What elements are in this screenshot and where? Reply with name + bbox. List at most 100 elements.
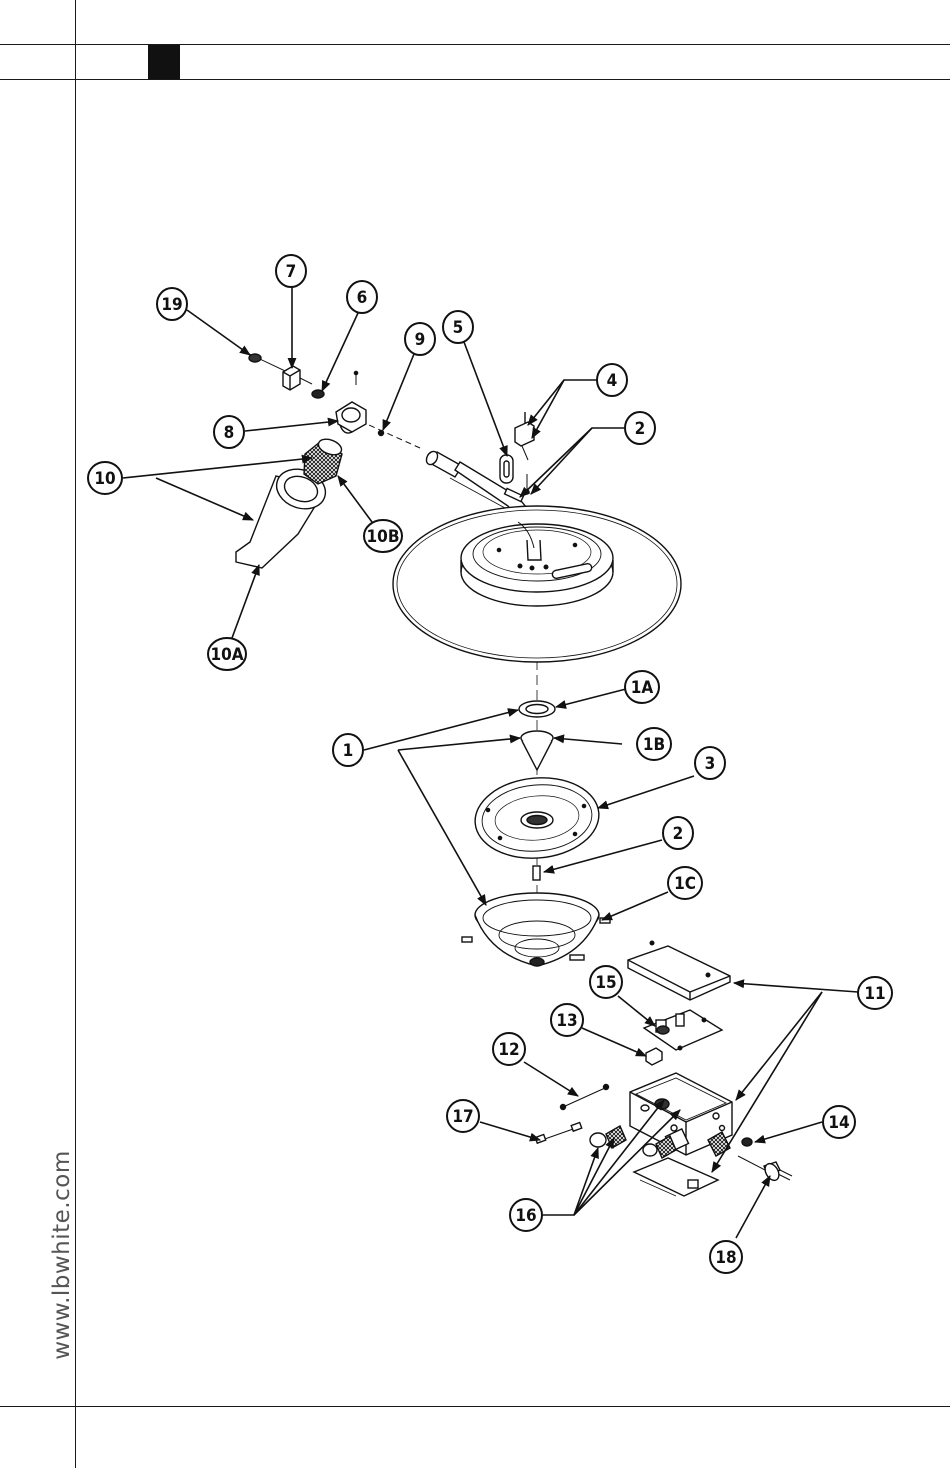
- callout-3: 3: [695, 747, 725, 779]
- leader-1-to-1c: [398, 750, 486, 905]
- callout-10a: 10A: [208, 638, 246, 670]
- leader-3: [598, 776, 694, 808]
- callout-1: 1: [333, 734, 363, 766]
- svg-text:1B: 1B: [643, 735, 665, 755]
- callout-2-top: 2: [625, 412, 655, 444]
- svg-text:10: 10: [94, 469, 115, 489]
- part-1b-cone: [521, 731, 553, 770]
- svg-text:14: 14: [828, 1113, 849, 1133]
- svg-text:9: 9: [415, 330, 426, 350]
- svg-text:18: 18: [715, 1248, 736, 1268]
- svg-text:19: 19: [161, 295, 182, 315]
- leader-1c: [602, 892, 668, 920]
- callout-16: 16: [510, 1199, 542, 1231]
- callout-18: 18: [710, 1241, 742, 1273]
- callout-6: 6: [347, 281, 377, 313]
- callout-2-lower: 2: [663, 817, 693, 849]
- inlet-dashed-line: [360, 421, 420, 448]
- leader-1a: [556, 689, 626, 707]
- callout-1c: 1C: [668, 867, 702, 899]
- leader-10b: [156, 478, 253, 520]
- svg-text:4: 4: [607, 371, 618, 391]
- leader-16a: [542, 1148, 598, 1215]
- svg-text:10A: 10A: [210, 645, 243, 665]
- leader-17: [480, 1122, 540, 1140]
- leader-1-to-1a: [364, 710, 518, 750]
- leader-5: [464, 342, 507, 456]
- callout-13: 13: [551, 1004, 583, 1036]
- callout-14: 14: [823, 1106, 855, 1138]
- leader-10a-line: [232, 565, 259, 638]
- part-13-switch: [646, 1048, 662, 1065]
- callout-5: 5: [443, 311, 473, 343]
- part-12-wire: [561, 1085, 609, 1110]
- svg-text:2: 2: [635, 419, 646, 439]
- svg-text:15: 15: [595, 973, 616, 993]
- svg-text:6: 6: [357, 288, 368, 308]
- leader-4a: [528, 380, 596, 425]
- svg-text:1C: 1C: [674, 874, 696, 894]
- callout-8: 8: [214, 416, 244, 448]
- leader-18: [736, 1176, 770, 1238]
- svg-text:16: 16: [515, 1206, 536, 1226]
- part-15-circuit-board: [644, 1010, 722, 1050]
- svg-text:7: 7: [286, 262, 297, 282]
- leader-19: [187, 310, 250, 355]
- svg-text:12: 12: [498, 1040, 519, 1060]
- svg-text:10B: 10B: [367, 527, 400, 547]
- part-14-nut: [742, 1138, 752, 1146]
- part-19-fitting: [249, 354, 261, 362]
- part-2-pin-lower: [533, 866, 540, 880]
- callout-17: 17: [447, 1100, 479, 1132]
- leader-1b: [554, 738, 622, 744]
- leader-12: [524, 1062, 578, 1096]
- part-8-tee: [336, 402, 366, 433]
- callout-10b: 10B: [364, 520, 402, 552]
- svg-text:11: 11: [864, 984, 885, 1004]
- leader-13: [582, 1028, 646, 1056]
- reflector-dish: [393, 506, 681, 662]
- svg-text:1: 1: [343, 741, 354, 761]
- svg-text:17: 17: [452, 1107, 473, 1127]
- part-5-bracket: [500, 455, 513, 483]
- part-4-sensor: [515, 412, 534, 460]
- leader-14: [755, 1122, 822, 1142]
- part-7-valve: [283, 366, 312, 390]
- leader-16c: [574, 1100, 664, 1215]
- leader-1-to-1b: [398, 738, 520, 750]
- part-1a-ring: [519, 701, 555, 717]
- leader-10b-line: [338, 476, 372, 522]
- leader-11b: [736, 992, 822, 1100]
- part-11-cover: [628, 941, 730, 1000]
- part-3-plate: [472, 773, 603, 864]
- callout-7: 7: [276, 255, 306, 287]
- part-9-gasket: [379, 431, 384, 436]
- leader-16b: [574, 1138, 614, 1215]
- svg-text:3: 3: [705, 754, 716, 774]
- part-18-power-plug: [738, 1156, 792, 1183]
- callout-1a: 1A: [625, 671, 659, 703]
- leader-11c: [712, 992, 822, 1172]
- leader-4b: [532, 380, 564, 438]
- callout-19: 19: [157, 288, 187, 320]
- callout-15: 15: [590, 966, 622, 998]
- callout-9: 9: [405, 323, 435, 355]
- svg-text:13: 13: [556, 1011, 577, 1031]
- callout-11: 11: [858, 977, 892, 1009]
- leader-9: [383, 354, 414, 430]
- callout-bubbles: 19 7 6 9 5 4 2 8 10 10B 10A 1A 1 1B 3 2 …: [88, 255, 892, 1273]
- callout-1b: 1B: [637, 728, 671, 760]
- part-17-wire: [535, 1122, 582, 1143]
- part-1c-cone-reflector: [462, 893, 610, 966]
- callout-4: 4: [597, 364, 627, 396]
- svg-text:5: 5: [453, 318, 464, 338]
- leader-2a: [531, 428, 624, 494]
- svg-text:8: 8: [224, 423, 235, 443]
- leader-6: [322, 313, 358, 391]
- leader-8: [245, 421, 338, 431]
- leader-15: [618, 996, 655, 1026]
- callout-12: 12: [493, 1033, 525, 1065]
- svg-text:1A: 1A: [631, 678, 654, 698]
- svg-text:2: 2: [673, 824, 684, 844]
